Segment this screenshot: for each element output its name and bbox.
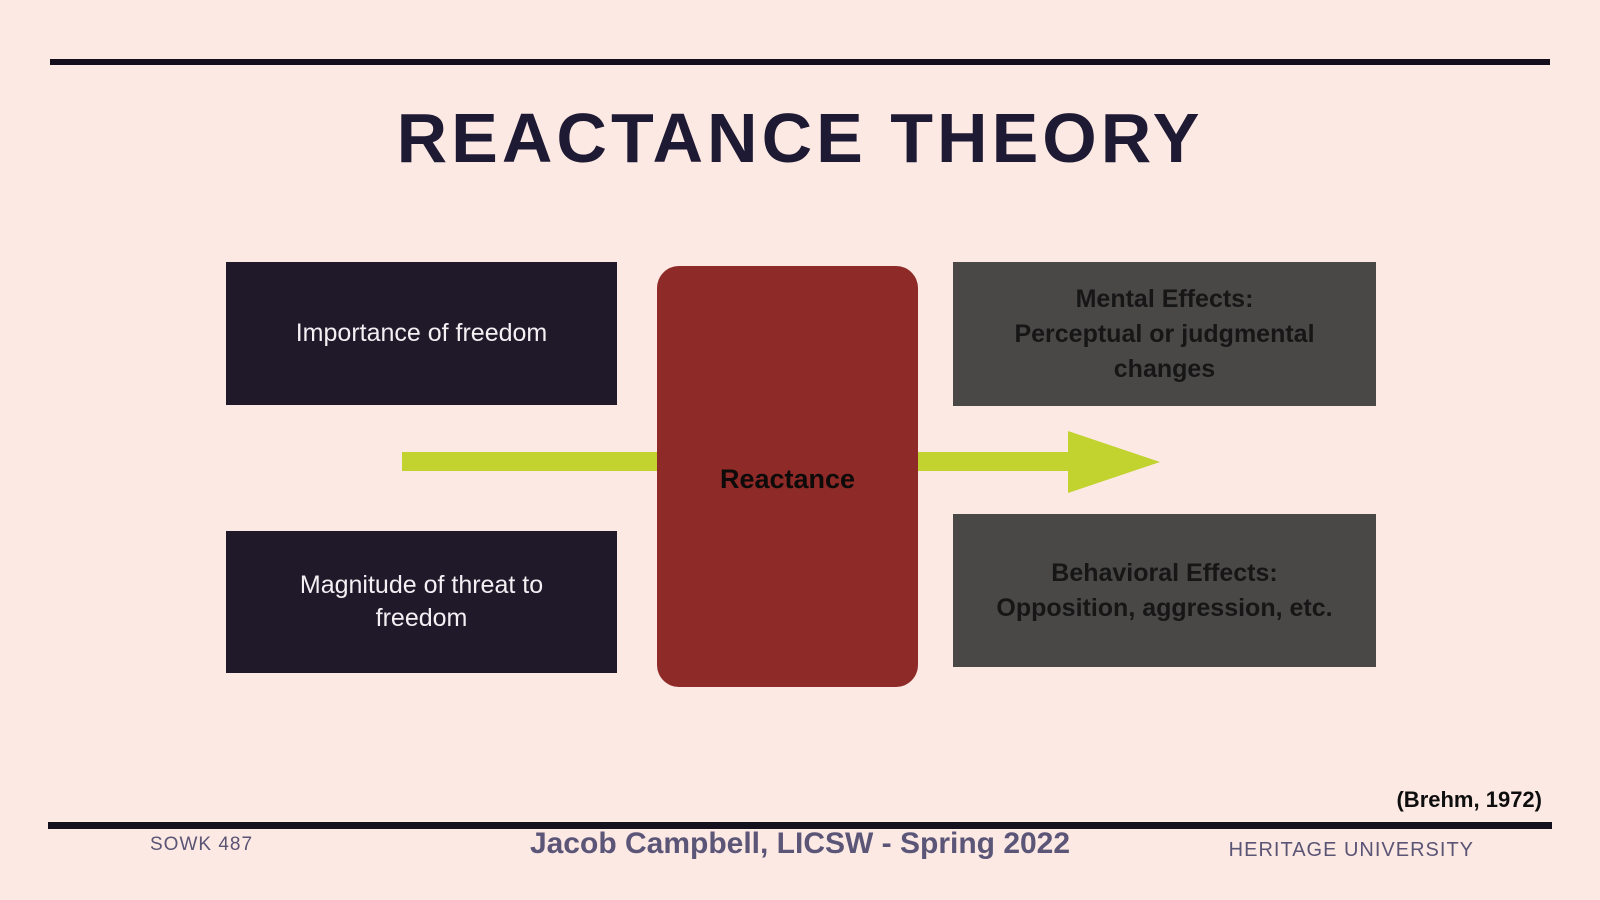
output-box-desc: Perceptual or judgmental changes	[1014, 319, 1315, 383]
slide-title: REACTANCE THEORY	[396, 99, 1204, 177]
footer-author-term: Jacob Campbell, LICSW - Spring 2022	[529, 827, 1071, 860]
bottom-divider-rule	[48, 822, 1552, 829]
flow-arrow-head-icon	[1068, 431, 1160, 493]
output-box-title: Behavioral Effects:	[1051, 558, 1278, 587]
top-divider-rule	[50, 59, 1550, 65]
output-box-title: Mental Effects:	[1075, 284, 1254, 313]
output-box-desc: Opposition, aggression, etc.	[996, 593, 1333, 622]
input-box-label: Magnitude of threat to freedom	[299, 571, 544, 632]
input-box-label: Importance of freedom	[295, 319, 548, 347]
input-box-magnitude-of-threat: Magnitude of threat to freedom	[226, 531, 617, 673]
footer-course-code: SOWK 487	[150, 834, 254, 855]
input-box-importance-of-freedom: Importance of freedom	[226, 262, 617, 405]
output-box-mental-effects: Mental Effects: Perceptual or judgmental…	[953, 262, 1376, 406]
citation-text: (Brehm, 1972)	[1396, 787, 1542, 812]
process-box-label: Reactance	[719, 464, 856, 494]
process-box-reactance: Reactance	[657, 266, 918, 687]
footer-institution: HERITAGE UNIVERSITY	[1228, 839, 1474, 861]
output-box-behavioral-effects: Behavioral Effects: Opposition, aggressi…	[953, 514, 1376, 667]
